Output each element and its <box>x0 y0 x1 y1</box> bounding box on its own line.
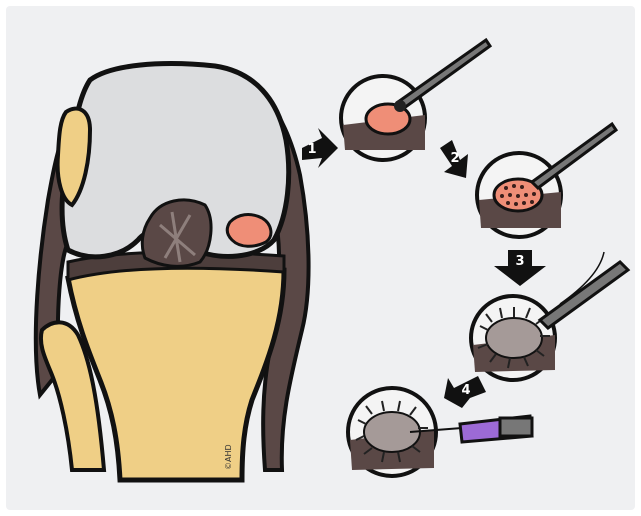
step-number-4: 4 <box>461 383 470 398</box>
step-number-1: 1 <box>307 142 316 157</box>
step-number-3: 3 <box>515 254 524 269</box>
knee-joint-illustration: ©AHD <box>36 64 309 480</box>
syringe-plunger <box>500 418 532 436</box>
step-number-2: 2 <box>450 151 459 166</box>
watermark-text: ©AHD <box>224 444 233 470</box>
cartilage-defect <box>227 215 271 247</box>
membrane-patch <box>486 318 542 358</box>
